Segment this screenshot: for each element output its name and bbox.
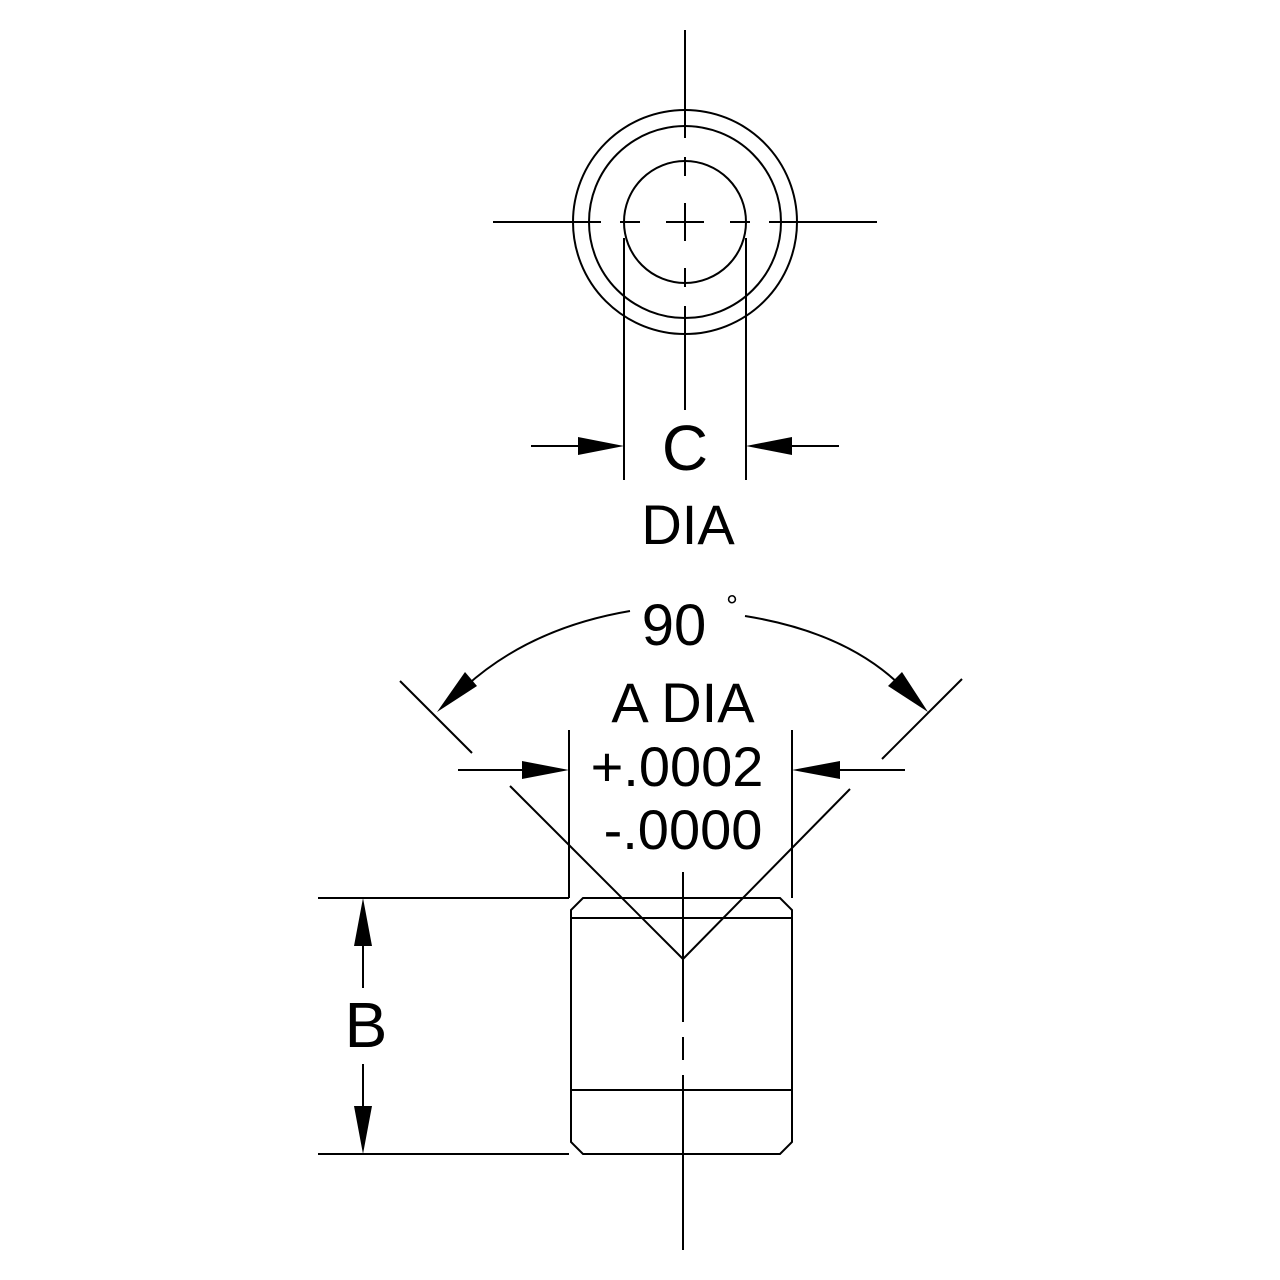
angle-value: 90 [642, 593, 707, 658]
angle-arc-right [744, 615, 901, 686]
bore-diameter-dimension [531, 238, 839, 480]
angle-dimension [399, 610, 963, 760]
outer-arrowhead-left-pointing [792, 761, 840, 779]
arrowhead-left-pointing [746, 437, 792, 455]
angle-unit: ° [726, 590, 738, 623]
countersink-line-right [682, 788, 851, 960]
angle-arrowhead-left [437, 672, 477, 712]
outer-tolerance-minus: -.0000 [604, 798, 763, 861]
arrowhead-right-pointing [578, 437, 624, 455]
bore-dimension-suffix: DIA [641, 493, 735, 556]
length-dimension-letter: B [345, 989, 388, 1061]
side-view [509, 785, 851, 1250]
outer-diameter-label: A DIA [611, 671, 755, 734]
angle-extension-line-left [399, 680, 473, 754]
length-arrowhead-down [354, 1106, 372, 1154]
bore-dimension-letter: C [662, 412, 708, 484]
outer-diameter-dimension [458, 730, 905, 898]
end-view: C DIA [493, 30, 877, 556]
angle-extension-line-right [881, 678, 963, 760]
part-outline [570, 897, 793, 1155]
countersink-line-left [509, 785, 684, 960]
length-dimension [318, 897, 569, 1155]
angle-arrowhead-right [888, 672, 928, 712]
outer-tolerance-plus: +.0002 [591, 735, 764, 798]
angle-arc-left [464, 610, 631, 688]
outer-arrowhead-right-pointing [522, 761, 569, 779]
length-arrowhead-up [354, 898, 372, 946]
